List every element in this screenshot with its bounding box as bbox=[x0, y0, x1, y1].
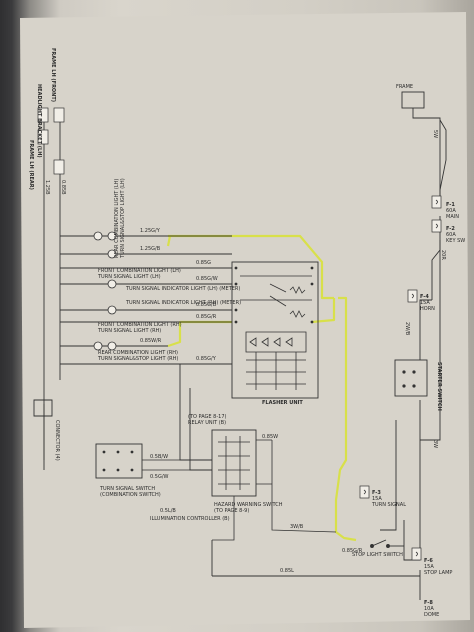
relay-ref-label: (TO PAGE 8-17) bbox=[188, 414, 227, 420]
fuse-f3-id: F-3 bbox=[372, 490, 381, 496]
wire-code-14: 2W/B bbox=[404, 322, 410, 336]
lamp-symbols bbox=[93, 231, 117, 351]
stop-light-switch-label: STOP LIGHT SWITCH bbox=[352, 552, 403, 558]
wire-code-4: 0.85G/W bbox=[196, 276, 218, 282]
fuse-f3-name: TURN SIGNAL bbox=[371, 502, 406, 508]
wire-code-19: 0.5G/W bbox=[150, 474, 169, 480]
ground-terminals bbox=[37, 107, 65, 175]
load-label-5: FRONT COMBINATION LIGHT (RH) bbox=[98, 322, 182, 328]
wire-code-16: 0.85L bbox=[280, 568, 294, 574]
fuse-f8-name: DOME bbox=[424, 612, 439, 618]
flasher-terminals bbox=[234, 266, 314, 324]
load-sub-2: TURN SIGNAL LIGHT (LH) bbox=[97, 274, 161, 280]
frame-lh-rear-label: FRAME LH (REAR) bbox=[28, 140, 34, 190]
starter-switch-label: STARTER SWITCH bbox=[436, 362, 442, 411]
wire-code-15: 3W/B bbox=[290, 524, 304, 530]
ground-rails bbox=[33, 110, 61, 470]
wire-code-21: 0.85G/R bbox=[342, 548, 363, 554]
stop-light-switch bbox=[370, 539, 404, 548]
turn-signal-switch-label: TURN SIGNAL SWITCH bbox=[99, 486, 155, 492]
fuse-f4 bbox=[407, 289, 418, 303]
headlight-bracket-label: HEADLIGHT BRACKET (LH) bbox=[36, 84, 42, 158]
power-wiring bbox=[211, 91, 447, 600]
hazard-ref-label: (TO PAGE 8-9) bbox=[214, 508, 249, 514]
fuse-f8-id: F-8 bbox=[424, 600, 433, 606]
starter-switch-box bbox=[394, 359, 428, 397]
fuse-f3-rating: 15A bbox=[372, 496, 382, 502]
load-sub-6: TURN SIGNAL&STOP LIGHT (RH) bbox=[97, 356, 178, 362]
fuse-f2 bbox=[431, 219, 442, 233]
wire-code-9: 0.85B bbox=[60, 180, 66, 195]
fuse-f6-name: STOP LAMP bbox=[424, 570, 452, 576]
fuse-f4-name: HORN bbox=[420, 306, 435, 312]
wire-code-13: 3W bbox=[432, 440, 438, 448]
load-label-2: FRONT COMBINATION LIGHT (LH) bbox=[98, 268, 181, 274]
combination-switch-label: (COMBINATION SWITCH) bbox=[100, 492, 161, 498]
flasher-unit-label: FLASHER UNIT bbox=[262, 400, 303, 406]
fuse-f1-name: MAIN bbox=[446, 214, 459, 220]
fuse-f4-id: F-4 bbox=[420, 294, 429, 300]
wire-code-12: 20R bbox=[440, 250, 446, 260]
fuse-f2-name: KEY SW bbox=[446, 238, 465, 244]
wire-code-20: 0.5L/B bbox=[160, 508, 176, 514]
load-label-6: REAR COMBINATION LIGHT (RH) bbox=[98, 350, 178, 356]
illumination-label: ILLUMINATION CONTROLLER (B) bbox=[150, 516, 230, 522]
relay-unit-label: RELAY UNIT (B) bbox=[188, 420, 226, 426]
wire-code-18: 0.5B/W bbox=[150, 454, 168, 460]
load-label-3: TURN SIGNAL INDICATOR LIGHT (LH) (METER) bbox=[125, 286, 240, 292]
connector-label: CONNECTOR (4) bbox=[54, 420, 60, 461]
wire-code-11: 5W bbox=[432, 130, 438, 138]
flasher-internals bbox=[240, 275, 312, 390]
fuse-f6-id: F-6 bbox=[424, 558, 433, 564]
wire-code-2: 1.25G/B bbox=[140, 246, 161, 252]
fuse-f2-rating: 60A bbox=[446, 232, 456, 238]
wire-code-3: 0.85G bbox=[196, 260, 211, 266]
wire-code-7: 0.85G/Y bbox=[196, 356, 217, 362]
fuse-f8-rating: 10A bbox=[424, 606, 434, 612]
wire-code-17: 0.85W bbox=[262, 434, 278, 440]
load-label-4: TURN SIGNAL INDICATOR LIGHT (RH) (METER) bbox=[125, 300, 241, 306]
wire-code-10: 1.25B bbox=[44, 180, 50, 195]
turn-signal-switch-box bbox=[95, 443, 143, 479]
wire-code-1: 1.25G/Y bbox=[140, 228, 161, 234]
load-label-1: REAR COMBINATION LIGHT (LH) bbox=[114, 179, 120, 258]
flasher-unit-box bbox=[231, 261, 319, 399]
fuse-f1-rating: 60A bbox=[446, 208, 456, 214]
fuse-f4-rating: 15A bbox=[420, 300, 430, 306]
turn-signal-switch-contacts bbox=[102, 450, 134, 472]
fuse-f6-rating: 15A bbox=[424, 564, 434, 570]
wire-code-5: 0.85G/B bbox=[196, 302, 217, 308]
wire-code-6: 0.85G/R bbox=[196, 314, 217, 320]
fuse-f1-id: F-1 bbox=[446, 202, 455, 208]
frame-label: FRAME bbox=[396, 84, 413, 90]
load-sub-5: TURN SIGNAL LIGHT (RH) bbox=[97, 328, 161, 334]
load-sub-1: TURN SIGNAL&STOP LIGHT (LH) bbox=[120, 178, 126, 259]
fuse-f6 bbox=[411, 547, 422, 561]
wire-code-8: 0.85W/R bbox=[140, 338, 162, 344]
frame-lh-front-label: FRAME LH (FRONT) bbox=[50, 48, 56, 102]
relay-internals bbox=[142, 436, 337, 541]
fuse-f1 bbox=[431, 195, 442, 209]
labels: FRAME LH (REAR) HEADLIGHT BRACKET (LH) F… bbox=[28, 48, 465, 618]
hazard-switch-label: HAZARD WARNING SWITCH bbox=[214, 502, 283, 508]
paper-sheet bbox=[20, 12, 470, 628]
fuse-f2-id: F-2 bbox=[446, 226, 455, 232]
fuse-f3 bbox=[359, 485, 370, 499]
starter-switch-contacts bbox=[402, 370, 416, 388]
